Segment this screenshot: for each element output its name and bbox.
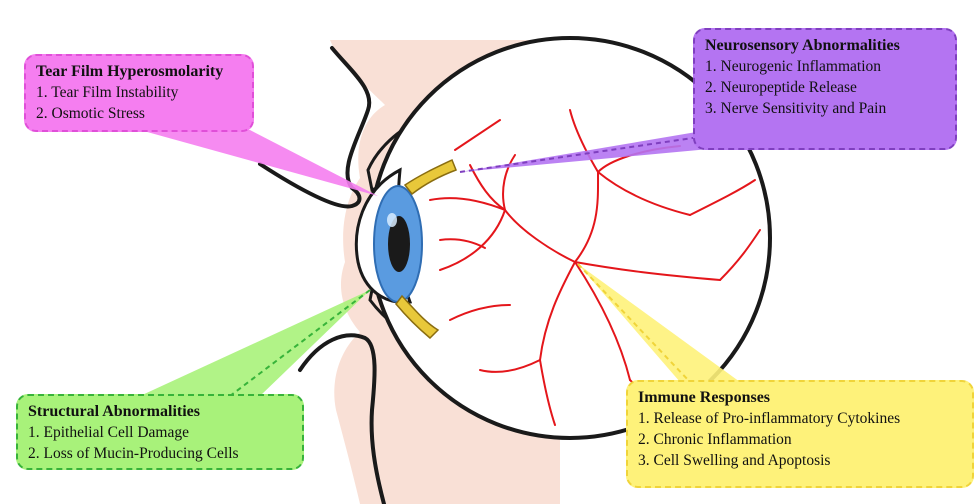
- tear-film-item: 2. Osmotic Stress: [36, 103, 242, 124]
- neurosensory-item: 1. Neurogenic Inflammation: [705, 56, 945, 77]
- structural-callout: Structural Abnormalities 1. Epithelial C…: [16, 394, 304, 470]
- immune-item: 3. Cell Swelling and Apoptosis: [638, 450, 962, 471]
- tear-film-title: Tear Film Hyperosmolarity: [36, 61, 242, 82]
- tear-film-pointer: [140, 130, 378, 196]
- brow-outline: [260, 48, 369, 207]
- structural-title: Structural Abnormalities: [28, 401, 292, 422]
- neurosensory-item: 2. Neuropeptide Release: [705, 77, 945, 98]
- iris-highlight: [387, 213, 397, 227]
- immune-item: 2. Chronic Inflammation: [638, 429, 962, 450]
- immune-title: Immune Responses: [638, 387, 962, 408]
- structural-item: 2. Loss of Mucin-Producing Cells: [28, 443, 292, 464]
- neurosensory-item: 3. Nerve Sensitivity and Pain: [705, 98, 945, 119]
- tear-film-callout: Tear Film Hyperosmolarity 1. Tear Film I…: [24, 54, 254, 132]
- neurosensory-title: Neurosensory Abnormalities: [705, 35, 945, 56]
- neurosensory-callout: Neurosensory Abnormalities 1. Neurogenic…: [693, 28, 957, 150]
- immune-callout: Immune Responses 1. Release of Pro-infla…: [626, 380, 974, 488]
- immune-item: 1. Release of Pro-inflammatory Cytokines: [638, 408, 962, 429]
- structural-item: 1. Epithelial Cell Damage: [28, 422, 292, 443]
- tear-film-item: 1. Tear Film Instability: [36, 82, 242, 103]
